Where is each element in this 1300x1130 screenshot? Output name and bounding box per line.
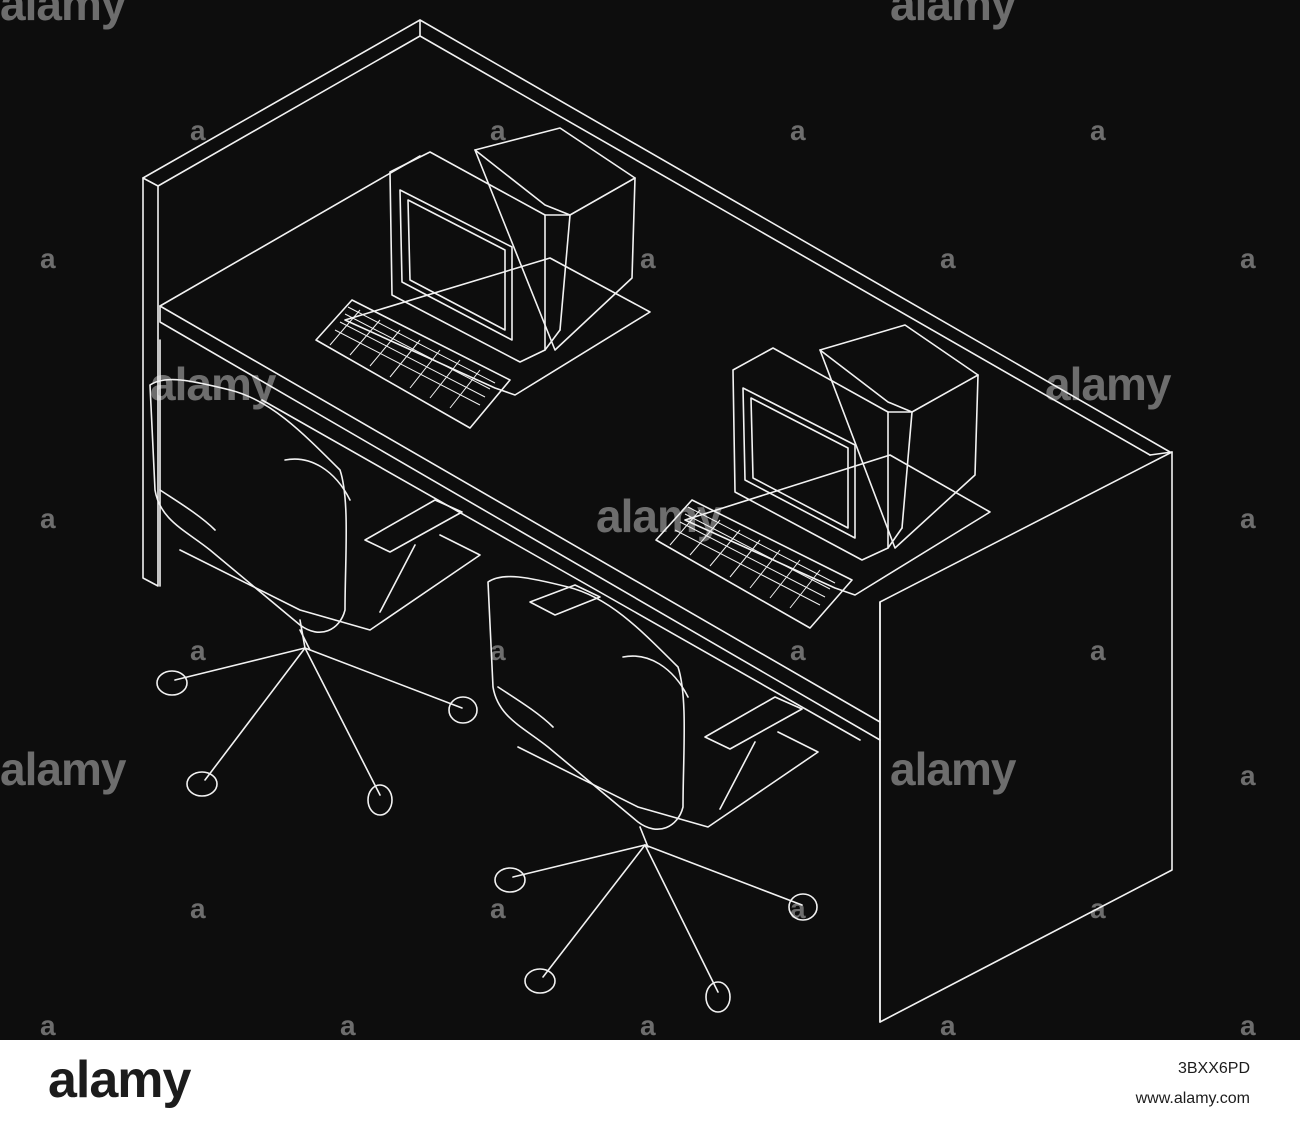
chair-left-base	[156, 619, 478, 816]
isometric-workstation-drawing: alamy alamy alamy alamy alamy alamy alam…	[0, 0, 1256, 1040]
watermark-icon: a	[340, 1010, 356, 1040]
monitor-right-bezel	[732, 347, 889, 561]
desktop-top-front-edge	[159, 305, 881, 723]
monitor-left-base	[544, 329, 561, 351]
chair-right-back-curve	[622, 655, 689, 698]
keyboard-right	[655, 499, 853, 629]
chair-left-back-fold	[159, 489, 216, 531]
watermark-icon: a	[640, 1010, 656, 1040]
chair-right-backrest	[487, 575, 686, 831]
chair-left-armrest	[364, 499, 463, 553]
watermark-icon: a	[40, 243, 56, 274]
watermark-icon: a	[40, 1010, 56, 1040]
caster-wheel	[448, 696, 478, 724]
monitor-left-screen-frame	[399, 189, 513, 341]
back-panel-top-edge	[142, 19, 1171, 453]
watermark-word: alamy	[150, 358, 277, 410]
monitor-left-back-edge	[559, 214, 571, 331]
watermark-word: alamy	[0, 0, 127, 30]
watermark-icon: a	[1090, 635, 1106, 666]
watermark-icon: a	[1240, 503, 1256, 534]
left-side-panel	[142, 177, 159, 587]
chair-left-arm-support	[379, 544, 416, 613]
watermark-icon: a	[40, 503, 56, 534]
watermark-word: alamy	[1045, 358, 1172, 410]
watermark-icon: a	[1240, 760, 1256, 791]
monitor-left-back-top	[474, 149, 636, 216]
watermark-icon: a	[940, 1010, 956, 1040]
caster-wheel	[705, 981, 731, 1013]
monitor-right-base	[887, 527, 903, 549]
watermark-icon: a	[490, 115, 506, 146]
watermark-icon: a	[1240, 1010, 1256, 1040]
under-desk-line	[261, 399, 861, 741]
watermark-icon: a	[640, 243, 656, 274]
watermark-icon: a	[790, 115, 806, 146]
footer-brand-logo: alamy	[48, 1051, 191, 1109]
computer-left	[315, 127, 651, 429]
chair-right-seat	[517, 731, 819, 828]
keyboard-right-keys	[669, 506, 836, 609]
caster-wheel	[494, 867, 526, 893]
computer-right	[655, 324, 991, 629]
footer-site-url: www.alamy.com	[1135, 1090, 1250, 1107]
desk-mat-right	[684, 454, 991, 596]
watermark-word: alamy	[890, 0, 1017, 30]
desk-mat-left	[344, 257, 651, 396]
watermark-icon: a	[190, 635, 206, 666]
right-end-panel	[879, 451, 1173, 1023]
chair-right-back-fold	[497, 686, 554, 728]
caster-wheel	[524, 968, 556, 994]
chair-right-base	[494, 844, 818, 1013]
caster-wheel	[367, 784, 393, 816]
chair-left-seat	[179, 534, 481, 631]
watermark-word: alamy	[0, 743, 127, 795]
monitor-right-screen-frame	[742, 387, 856, 539]
caster-wheel	[788, 893, 818, 921]
chair-right-column	[639, 826, 649, 848]
office-chair-left	[149, 378, 481, 816]
drawing-canvas: alamy alamy alamy alamy alamy alamy alam…	[0, 0, 1256, 1040]
monitor-right-back-top	[819, 349, 979, 413]
watermark-icon: a	[790, 635, 806, 666]
caster-wheel	[186, 771, 218, 797]
watermark-icon: a	[190, 115, 206, 146]
watermark-layer: alamy alamy alamy alamy alamy alamy alam…	[0, 0, 1256, 1040]
chair-right-armrest-back	[529, 584, 601, 616]
office-chair-right	[487, 575, 819, 1013]
caster-wheel	[156, 670, 188, 696]
right-panel-top-join	[1149, 451, 1173, 456]
desktop-back-edge-left	[159, 155, 421, 307]
monitor-right-back-edge	[901, 411, 913, 529]
monitor-left-back	[474, 127, 636, 351]
watermark-icon: a	[940, 243, 956, 274]
monitor-right-screen	[750, 397, 849, 529]
watermark-icon: a	[490, 893, 506, 924]
chair-right-armrest	[704, 696, 803, 750]
chair-left-back-curve	[284, 458, 351, 501]
desktop-front-edge	[159, 305, 881, 741]
monitor-left-screen	[407, 199, 506, 331]
footer-image-id: 3BXX6PD	[1177, 1060, 1250, 1077]
watermark-icon: a	[490, 635, 506, 666]
keyboard-left	[315, 299, 511, 429]
watermark-icon: a	[1240, 243, 1256, 274]
footer-bar: alamy 3BXX6PD www.alamy.com	[0, 1040, 1300, 1130]
keyboard-left-keys	[329, 306, 496, 409]
watermark-icon: a	[190, 893, 206, 924]
watermark-word: alamy	[890, 743, 1017, 795]
monitor-right-back	[819, 324, 979, 549]
chair-left-backrest	[149, 378, 348, 634]
watermark-icon: a	[1090, 115, 1106, 146]
chair-right-arm-support	[719, 741, 756, 810]
